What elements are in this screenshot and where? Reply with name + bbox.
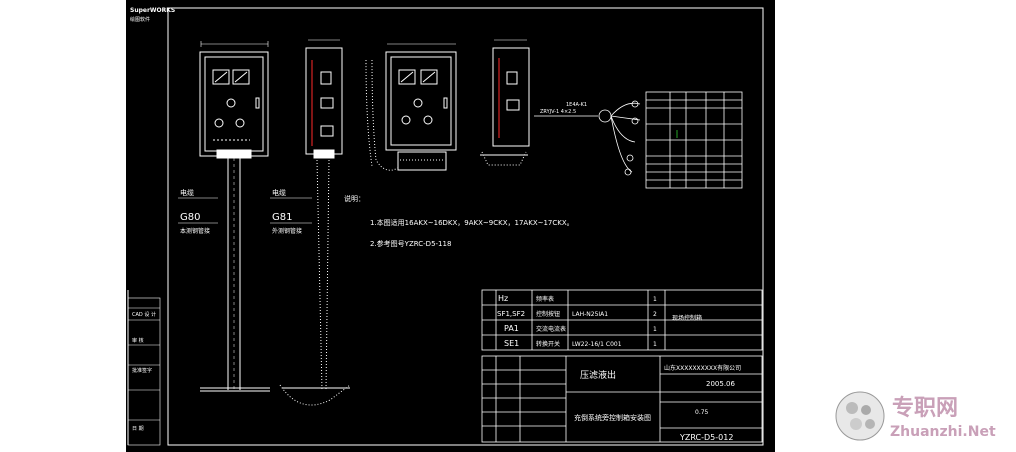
bom-row-2-code: SF1,SF2 [497, 310, 525, 318]
bom-row-1-qty: 1 [653, 296, 657, 303]
g81-sub-label: 外测钢管接 [272, 227, 302, 235]
scale-value: 0.75 [695, 409, 709, 416]
bom-row-1-code: Hz [498, 294, 508, 303]
side-label-review: 审 核 [132, 337, 144, 344]
notes: 说明： 1.本图适用16AKX~16DKX，9AKX~9CKX，17AKX~17… [344, 194, 574, 248]
g80-sub-label: 本测钢管接 [180, 227, 210, 235]
g81-label: G81 [272, 212, 292, 223]
bom-row-2-name: 控制按钮 [536, 310, 560, 318]
cabinet-front-1 [199, 41, 270, 392]
bom-row-3-code: PA1 [504, 324, 519, 333]
bom-text: Hz 频率表 1 SF1,SF2 控制按钮 LAH-N25IA1 2 现场控制箱… [497, 294, 702, 348]
software-sub: 绘图软件 [130, 16, 150, 23]
title-block-text: 压滤液出 充倒系统旁控制箱安装图 山东XXXXXXXXXX有限公司 2005.0… [574, 364, 741, 442]
bom-row-3-name: 交流电流表 [536, 325, 566, 333]
notes-title: 说明： [344, 194, 365, 203]
watermark-cn: 专职网 [892, 396, 959, 421]
circuit-label-1: 1E4A-K1 [566, 102, 587, 108]
side-label-approve: 批准签字 [132, 367, 152, 374]
cabinet-side-1 [279, 39, 351, 406]
bom-row-3-qty: 1 [653, 326, 657, 333]
circuit-diagram [534, 91, 743, 189]
title-block [481, 355, 763, 443]
watermark-en: Zhuanzhi.Net [890, 424, 996, 440]
bom-row-4-qty: 1 [653, 341, 657, 348]
bom-row-2-remark: 现场控制箱 [672, 314, 702, 322]
g80-label: G80 [180, 212, 200, 223]
circuit-label-2: ZRYJV-1 4×2.5 [540, 109, 576, 115]
pole-labels: 电缆 G80 本测钢管接 电缆 G81 外测钢管接 [178, 188, 312, 235]
drawing-date: 2005.06 [706, 380, 735, 388]
side-label-cad: CAD 设 计 [132, 311, 156, 318]
bom-row-1-name: 频率表 [536, 295, 554, 303]
drawing-title: 充倒系统旁控制箱安装图 [574, 413, 651, 422]
bom-row-4-model: LW22-16/1 C001 [572, 341, 622, 348]
drawing-number: YZRC-D5-012 [679, 433, 733, 442]
watermark: 专职网 Zhuanzhi.Net [832, 384, 1016, 452]
bom-table [481, 289, 763, 351]
drawing-frame [167, 7, 764, 446]
company-name: 山东XXXXXXXXXX有限公司 [664, 364, 741, 372]
cable-label-1: 电缆 [180, 188, 194, 197]
bom-row-4-code: SE1 [504, 339, 519, 348]
bom-row-2-model: LAH-N25IA1 [572, 311, 608, 318]
note-2: 2.参考图号YZRC-D5-118 [370, 239, 451, 248]
bom-row-2-qty: 2 [653, 311, 657, 318]
bom-row-4-name: 转换开关 [536, 340, 560, 348]
side-strip: SuperWORKS 绘图软件 CAD 设 计 审 核 批准签字 日 期 [127, 7, 175, 446]
cable-label-2: 电缆 [272, 188, 286, 197]
software-name: SuperWORKS [130, 7, 175, 14]
cabinet-side-2 [480, 39, 530, 166]
side-label-date: 日 期 [132, 426, 144, 432]
watermark-logo-icon [835, 391, 885, 441]
cabinet-front-2 [365, 43, 457, 171]
project-name: 压滤液出 [580, 369, 616, 381]
note-1: 1.本图适用16AKX~16DKX，9AKX~9CKX，17AKX~17CKX。 [370, 218, 574, 227]
